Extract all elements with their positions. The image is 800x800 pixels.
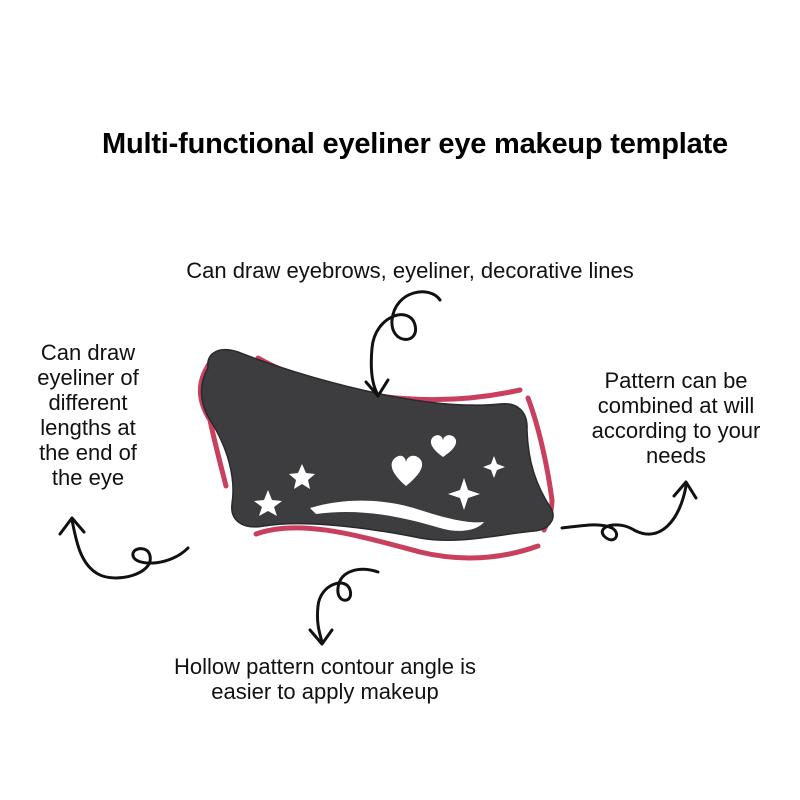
heart-icon xyxy=(430,435,457,457)
caption-bottom-line: easier to apply makeup xyxy=(211,679,439,704)
caption-right-line: according to your xyxy=(591,418,761,443)
caption-bottom-line: Hollow pattern contour angle is xyxy=(173,654,477,679)
accent-bottom-stroke xyxy=(253,525,541,561)
arrows xyxy=(58,290,698,646)
star-icon xyxy=(254,490,282,516)
arrow-icon xyxy=(316,567,380,644)
caption-left-line: different xyxy=(48,390,128,415)
caption-bottom: Hollow pattern contour angle is easier t… xyxy=(110,654,540,704)
caption-left: Can draw eyeliner of different lengths a… xyxy=(0,340,176,490)
caption-left-line: eyeliner of xyxy=(37,365,139,390)
star-icon xyxy=(289,464,315,489)
caption-right: Pattern can be combined at will accordin… xyxy=(556,368,796,468)
arrow-head xyxy=(308,628,334,646)
caption-left-line: the eye xyxy=(51,465,125,490)
caption-top: Can draw eyebrows, eyeliner, decorative … xyxy=(100,258,720,283)
arrow-icon xyxy=(560,484,688,542)
caption-right-line: needs xyxy=(646,443,706,468)
arrow-head xyxy=(364,378,390,398)
arrow-head xyxy=(672,480,698,500)
sparkle-icon xyxy=(448,478,480,510)
cutouts xyxy=(254,435,505,531)
caption-right-line: combined at will xyxy=(597,393,755,418)
arrow-head xyxy=(58,516,86,536)
caption-left-line: the end of xyxy=(39,440,137,465)
page-title: Multi-functional eyeliner eye makeup tem… xyxy=(102,128,728,160)
wave-cutout xyxy=(310,500,484,531)
arrow-icon xyxy=(369,290,442,397)
heart-icon xyxy=(391,455,423,486)
caption-left-line: lengths at xyxy=(40,415,136,440)
caption-right-line: Pattern can be xyxy=(604,368,748,393)
caption-left-line: Can draw xyxy=(40,340,136,365)
sparkle-icon xyxy=(483,456,505,478)
arrow-icon xyxy=(70,518,190,580)
caption-top-line: Can draw eyebrows, eyeliner, decorative … xyxy=(186,258,634,283)
